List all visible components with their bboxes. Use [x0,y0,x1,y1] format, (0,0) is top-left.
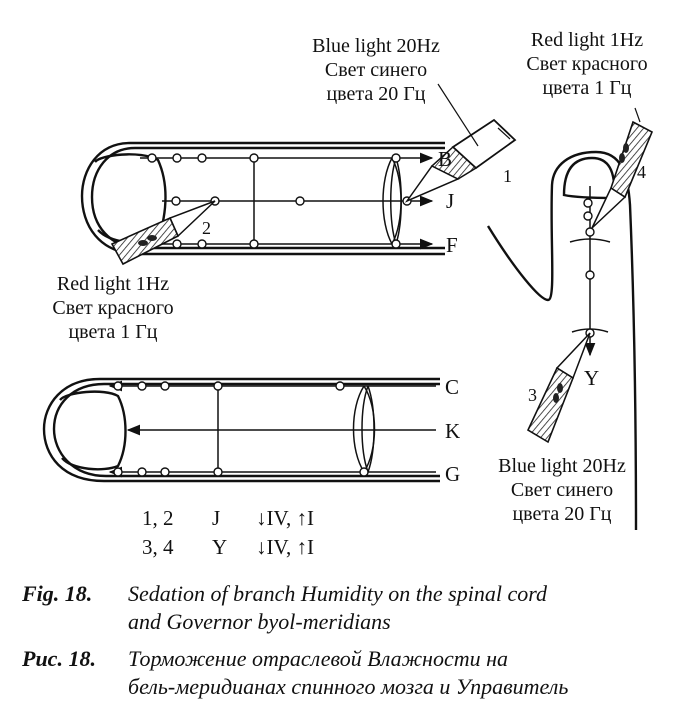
label-ru: цвета 1 Гц [542,77,632,99]
caption-en-label: Fig. 18. [22,581,93,606]
red-light-label-left: Red light 1Hz Свет красного цвета 1 Гц [28,272,198,344]
caption-en-text: Sedation of branch Humidity on the spina… [128,581,547,606]
meridian-letter-f: F [446,233,458,257]
probe-3-light [526,332,591,444]
table-action: ↓IV, ↑I [256,506,314,530]
meridian-letter-j: J [446,189,455,213]
label-en: Red light 1Hz [56,273,170,295]
lower-meridian-lines [108,380,436,478]
meridian-letter-y: Y [584,366,600,390]
label-ru: цвета 20 Гц [512,503,612,525]
meridian-letter-b: B [438,147,453,171]
meridian-letter-k: K [445,419,461,443]
label-ru: Свет красного [526,53,648,75]
leader-lines [437,83,641,147]
label-en: Red light 1Hz [530,29,644,51]
table-meridian: Y [212,535,228,559]
probe-number-4: 4 [637,162,646,182]
meridian-letter-g: G [445,462,461,486]
blue-light-label-top: Blue light 20Hz Свет синего цвета 20 Гц [286,34,466,106]
right-finger [486,150,638,531]
table-points: 1, 2 [142,506,174,530]
caption-en-text: and Governor byol-meridians [128,609,391,634]
caption-ru-text: бель-меридианах спинного мозга и Управит… [128,674,569,699]
probe-1-light [404,118,517,203]
table-meridian: J [212,506,221,530]
blue-light-label-bottom: Blue light 20Hz Свет синего цвета 20 Гц [472,454,652,526]
caption-en-line1: Fig. 18. Sedation of branch Humidity on t… [22,580,547,607]
table-action: ↓IV, ↑I [256,535,314,559]
label-en: Blue light 20Hz [312,35,440,57]
caption-ru-text: Торможение отраслевой Влажности на [128,646,509,671]
label-ru: Свет красного [52,297,174,319]
lower-points [113,381,369,477]
meridian-letter-c: C [445,375,460,399]
probe-number-1: 1 [503,166,512,186]
probe-number-3: 3 [528,385,537,405]
label-ru: цвета 1 Гц [68,321,158,343]
probe-2-light [110,200,216,266]
caption-en-line2: and Governor byol-meridians [22,608,391,635]
lower-finger [42,377,440,483]
label-ru: цвета 20 Гц [326,83,426,105]
caption-ru-line2: бель-меридианах спинного мозга и Управит… [22,673,568,700]
label-en: Blue light 20Hz [498,455,626,477]
label-ru: Свет синего [324,59,428,81]
caption-ru-line1: Рис. 18. Торможение отраслевой Влажности … [22,645,508,672]
red-light-label-top: Red light 1Hz Свет красного цвета 1 Гц [502,28,672,100]
caption-ru-label: Рис. 18. [22,646,96,671]
probe-number-2: 2 [202,218,211,238]
probe-4-light [591,120,654,229]
table-points: 3, 4 [142,535,174,559]
right-points [583,198,595,338]
label-ru: Свет синего [510,479,614,501]
